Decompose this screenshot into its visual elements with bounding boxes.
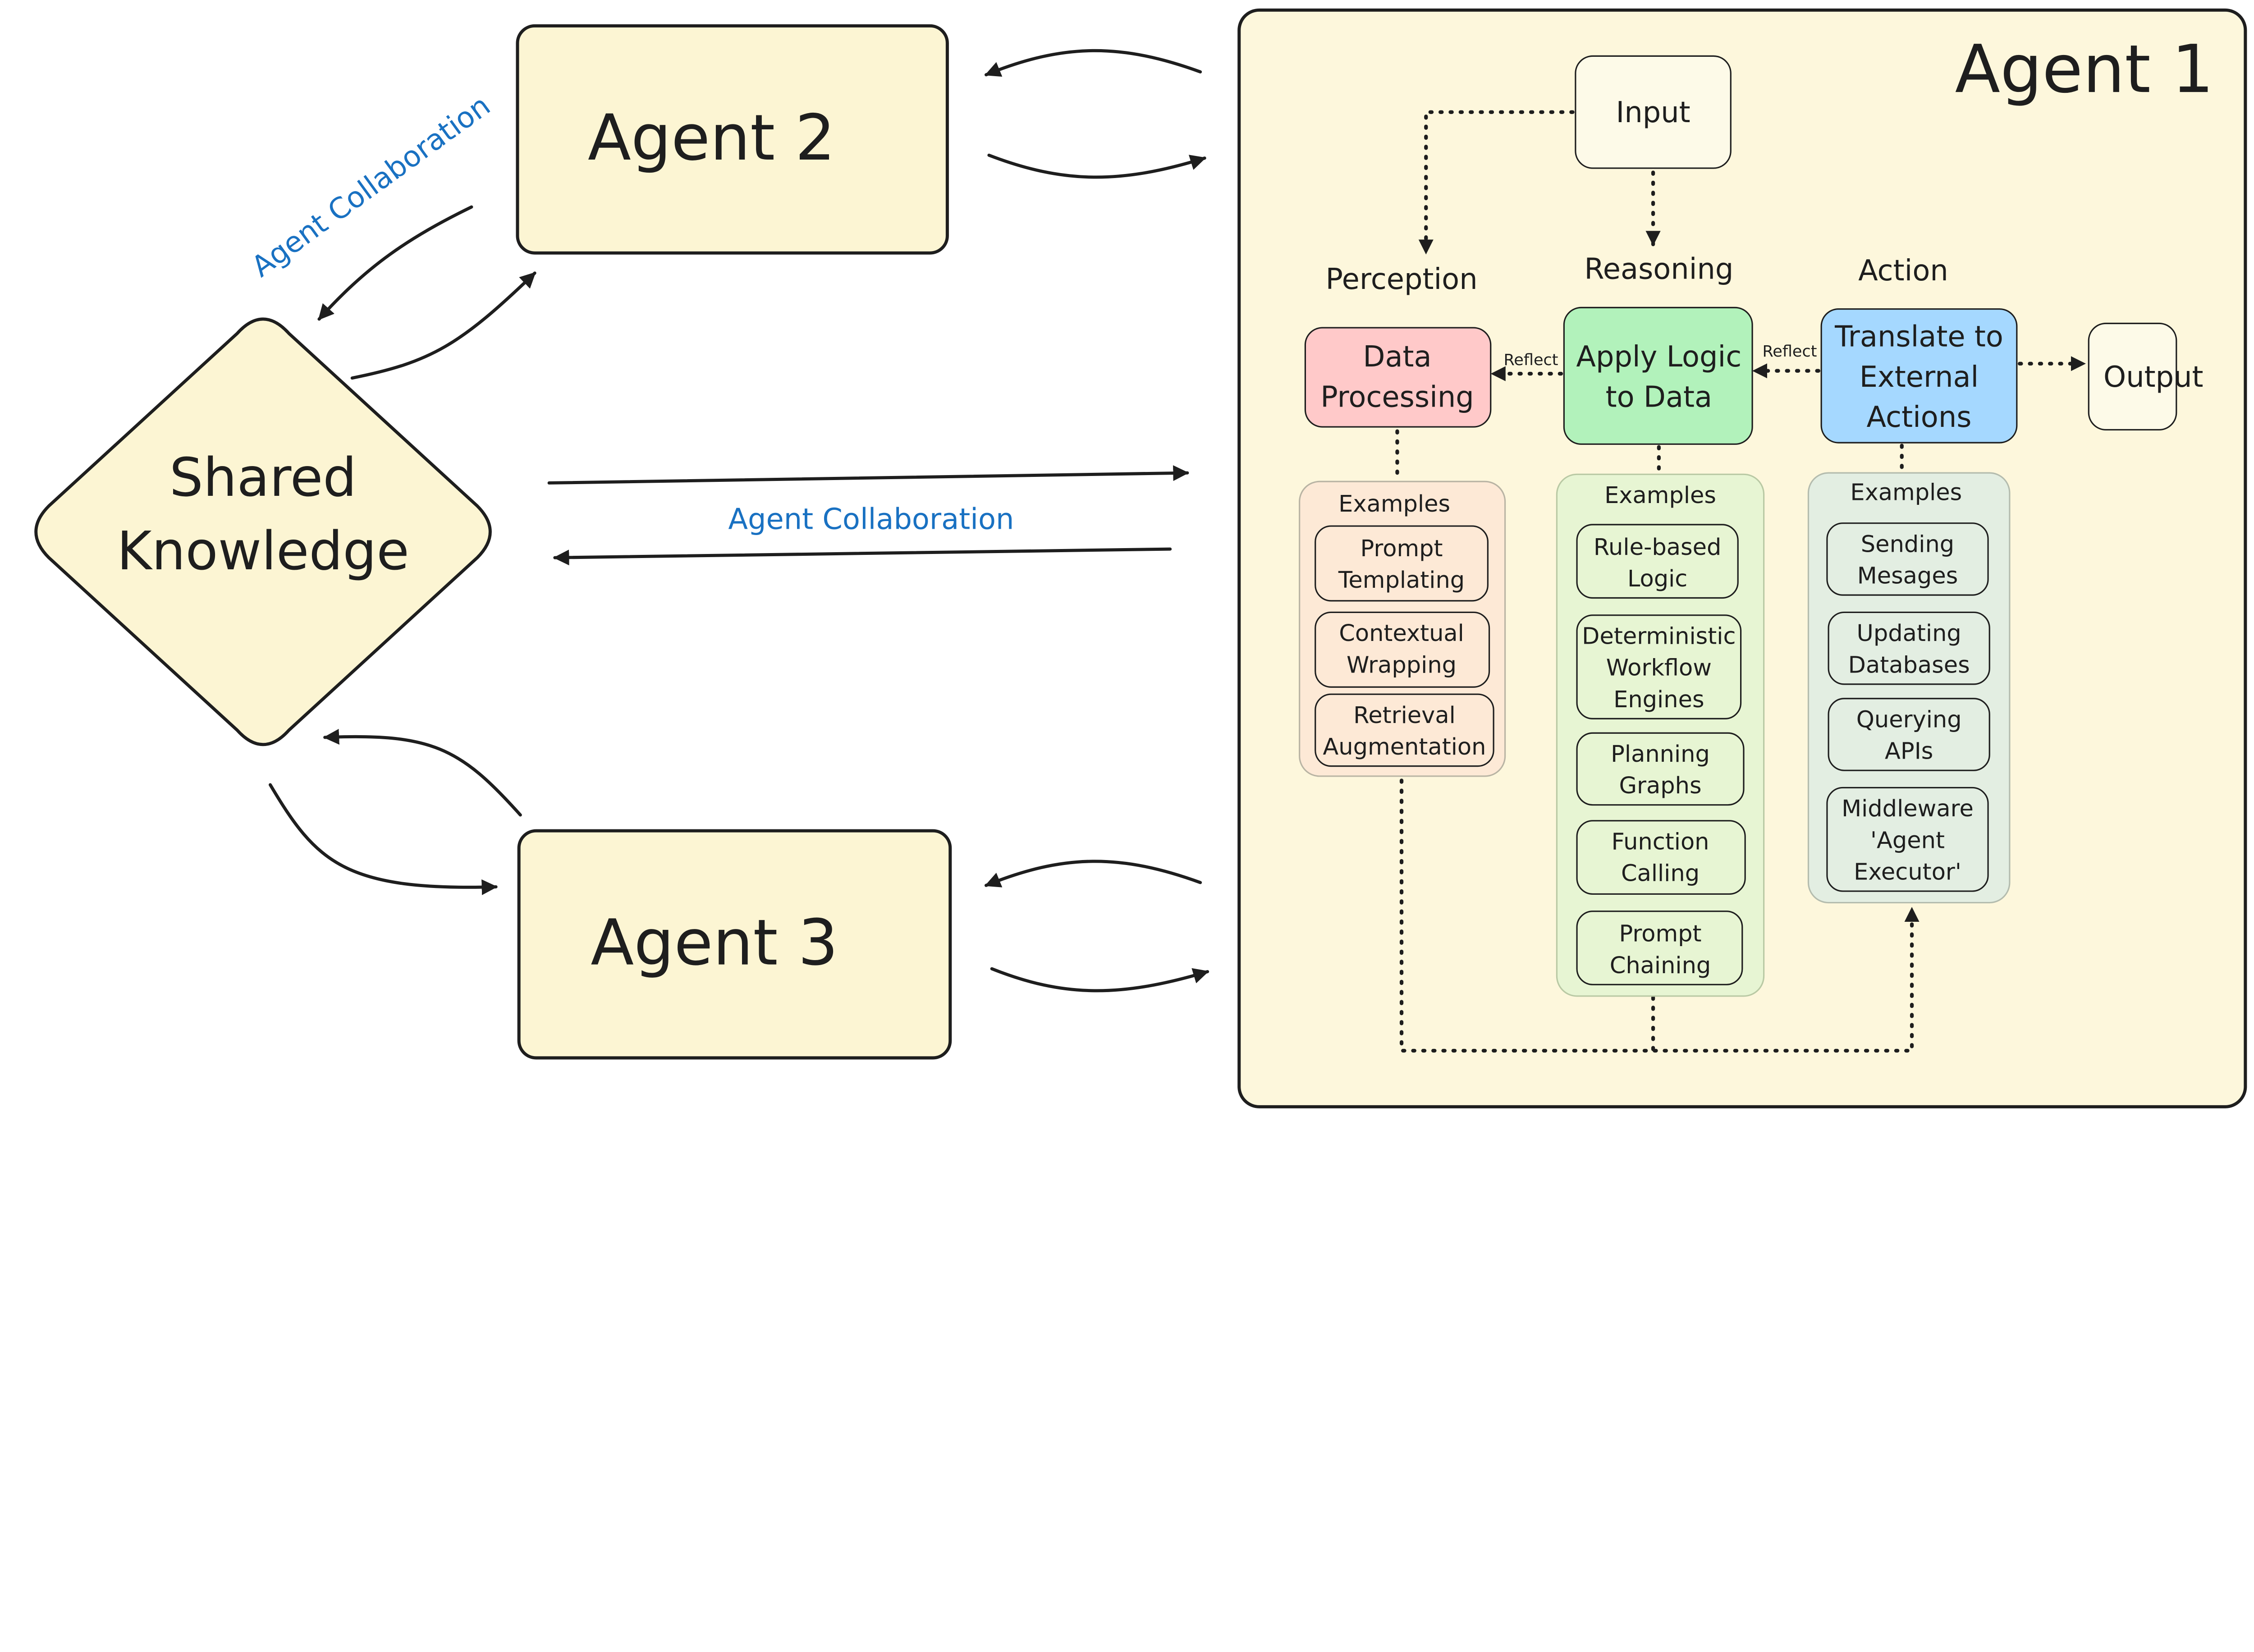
examples-title: Examples bbox=[1850, 480, 1962, 506]
translate-actions-line: Translate to bbox=[1834, 320, 2003, 353]
collaboration-arrows bbox=[268, 49, 1209, 993]
example-item[interactable]: Contextual Wrapping bbox=[1315, 611, 1490, 688]
translate-actions-line: Actions bbox=[1867, 401, 1972, 434]
apply-logic-box[interactable] bbox=[1563, 307, 1753, 445]
translate-actions-box[interactable] bbox=[1820, 308, 2018, 444]
examples-title: Examples bbox=[1604, 482, 1716, 509]
output-label: Output bbox=[2103, 361, 2203, 394]
agent3-title: Agent 3 bbox=[591, 906, 838, 980]
example-text: Sending bbox=[1861, 531, 1954, 558]
example-text: Workflow bbox=[1606, 655, 1712, 682]
agent3-box[interactable] bbox=[517, 829, 952, 1060]
example-text: Middleware bbox=[1842, 796, 1974, 822]
example-item[interactable]: Planning Graphs bbox=[1576, 732, 1745, 806]
example-text: Logic bbox=[1627, 566, 1687, 592]
reasoning-heading: Reasoning bbox=[1584, 253, 1733, 286]
example-text: Function bbox=[1612, 829, 1709, 856]
example-text: Wrapping bbox=[1347, 652, 1457, 678]
collaboration-label-middle: Agent Collaboration bbox=[728, 503, 1014, 536]
input-box[interactable] bbox=[1575, 55, 1732, 169]
data-processing-line: Data bbox=[1363, 340, 1431, 374]
example-text: Engines bbox=[1613, 686, 1704, 713]
example-text: Rule-based bbox=[1594, 534, 1721, 561]
example-text: Planning bbox=[1611, 741, 1710, 768]
example-item[interactable]: Querying APIs bbox=[1828, 698, 1990, 771]
shared-knowledge-line1: Shared bbox=[170, 446, 357, 508]
reflect-label: Reflect bbox=[1504, 351, 1558, 369]
agent2-title: Agent 2 bbox=[588, 101, 835, 175]
example-item[interactable]: Deterministic Workflow Engines bbox=[1576, 614, 1742, 719]
example-text: Databases bbox=[1848, 652, 1970, 678]
example-text: Querying bbox=[1856, 707, 1962, 733]
example-item[interactable]: Rule-based Logic bbox=[1576, 524, 1739, 599]
action-heading: Action bbox=[1858, 254, 1948, 288]
shared-knowledge-line2: Knowledge bbox=[117, 520, 409, 582]
example-item[interactable]: Updating Databases bbox=[1828, 611, 1990, 685]
example-text: Prompt bbox=[1361, 535, 1443, 562]
apply-logic-line: to Data bbox=[1606, 380, 1713, 414]
example-text: Retrieval bbox=[1353, 702, 1456, 729]
action-examples bbox=[1807, 472, 2011, 904]
reasoning-examples bbox=[1556, 473, 1765, 997]
example-text: 'Agent bbox=[1870, 827, 1945, 854]
perception-examples bbox=[1299, 480, 1506, 777]
example-text: APIs bbox=[1885, 738, 1933, 765]
output-box[interactable] bbox=[2088, 322, 2177, 431]
example-item[interactable]: Retrieval Augmentation bbox=[1315, 693, 1494, 767]
apply-logic-line: Apply Logic bbox=[1576, 340, 1741, 374]
example-text: Updating bbox=[1857, 620, 1961, 647]
example-item[interactable]: Middleware 'Agent Executor' bbox=[1826, 787, 1989, 892]
example-text: Chaining bbox=[1610, 952, 1711, 979]
example-text: Calling bbox=[1621, 860, 1700, 887]
input-label: Input bbox=[1616, 96, 1690, 129]
example-item[interactable]: Function Calling bbox=[1576, 820, 1746, 895]
example-text: Executor' bbox=[1854, 859, 1961, 886]
example-text: Prompt bbox=[1619, 921, 1702, 947]
example-text: Augmentation bbox=[1323, 734, 1486, 760]
dotted-connectors bbox=[1395, 110, 2086, 1053]
example-item[interactable]: Prompt Templating bbox=[1315, 525, 1489, 602]
agent-diagram: Agent 1 Agent 2 Agent 3 Shared Knowledge… bbox=[34, 8, 2247, 1108]
shared-knowledge-diamond[interactable] bbox=[34, 317, 492, 746]
example-item[interactable]: Prompt Chaining bbox=[1576, 911, 1743, 985]
agent1-title: Agent 1 bbox=[1955, 31, 2214, 108]
example-text: Graphs bbox=[1619, 773, 1701, 799]
example-text: Deterministic bbox=[1582, 623, 1736, 650]
translate-actions-line: External bbox=[1860, 361, 1979, 394]
examples-title: Examples bbox=[1338, 491, 1450, 517]
example-text: Mesages bbox=[1857, 563, 1958, 590]
agent2-box[interactable] bbox=[516, 24, 949, 255]
data-processing-line: Processing bbox=[1320, 380, 1474, 414]
perception-heading: Perception bbox=[1325, 263, 1477, 296]
example-item[interactable]: Sending Mesages bbox=[1826, 522, 1989, 596]
example-text: Contextual bbox=[1339, 620, 1464, 647]
reflect-label: Reflect bbox=[1762, 342, 1817, 361]
example-text: Templating bbox=[1338, 567, 1465, 594]
